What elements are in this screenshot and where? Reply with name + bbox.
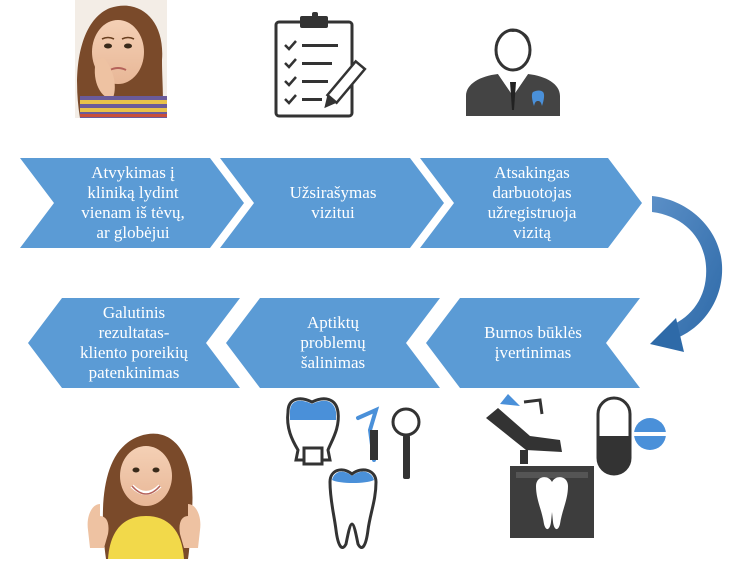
step-2-arrow	[220, 158, 444, 248]
worried-girl-photo	[75, 0, 167, 119]
step-5-label: Aptiktų problemų šalinimas	[300, 313, 366, 372]
dental-chair-xray-pill-icon	[486, 394, 666, 538]
top-row-arrows	[20, 158, 642, 248]
happy-girl-thumbs-up-photo	[87, 433, 201, 559]
step-5-arrow	[226, 298, 440, 388]
step-6-label: Galutinis rezultatas- kliento poreikių p…	[79, 303, 189, 382]
step-1-arrow	[20, 158, 244, 248]
step-2-label: Užsirašymas vizitui	[289, 183, 377, 222]
step-1-label: Atvykimas į kliniką lydint vienam iš tėv…	[81, 163, 185, 242]
step-6-arrow	[28, 298, 240, 388]
dental-crown-tools-icon	[286, 397, 421, 549]
step-3-label: Atsakingas darbuotojas užregistruoja viz…	[487, 163, 577, 242]
dentist-doctor-icon	[466, 28, 560, 116]
curved-connector-arrow	[650, 196, 723, 352]
clipboard-checklist-icon	[274, 12, 367, 118]
bottom-row-arrows	[28, 298, 640, 388]
step-3-arrow	[420, 158, 642, 248]
step-4-arrow	[426, 298, 640, 388]
step-4-label: Burnos būklės įvertinimas	[484, 323, 582, 362]
